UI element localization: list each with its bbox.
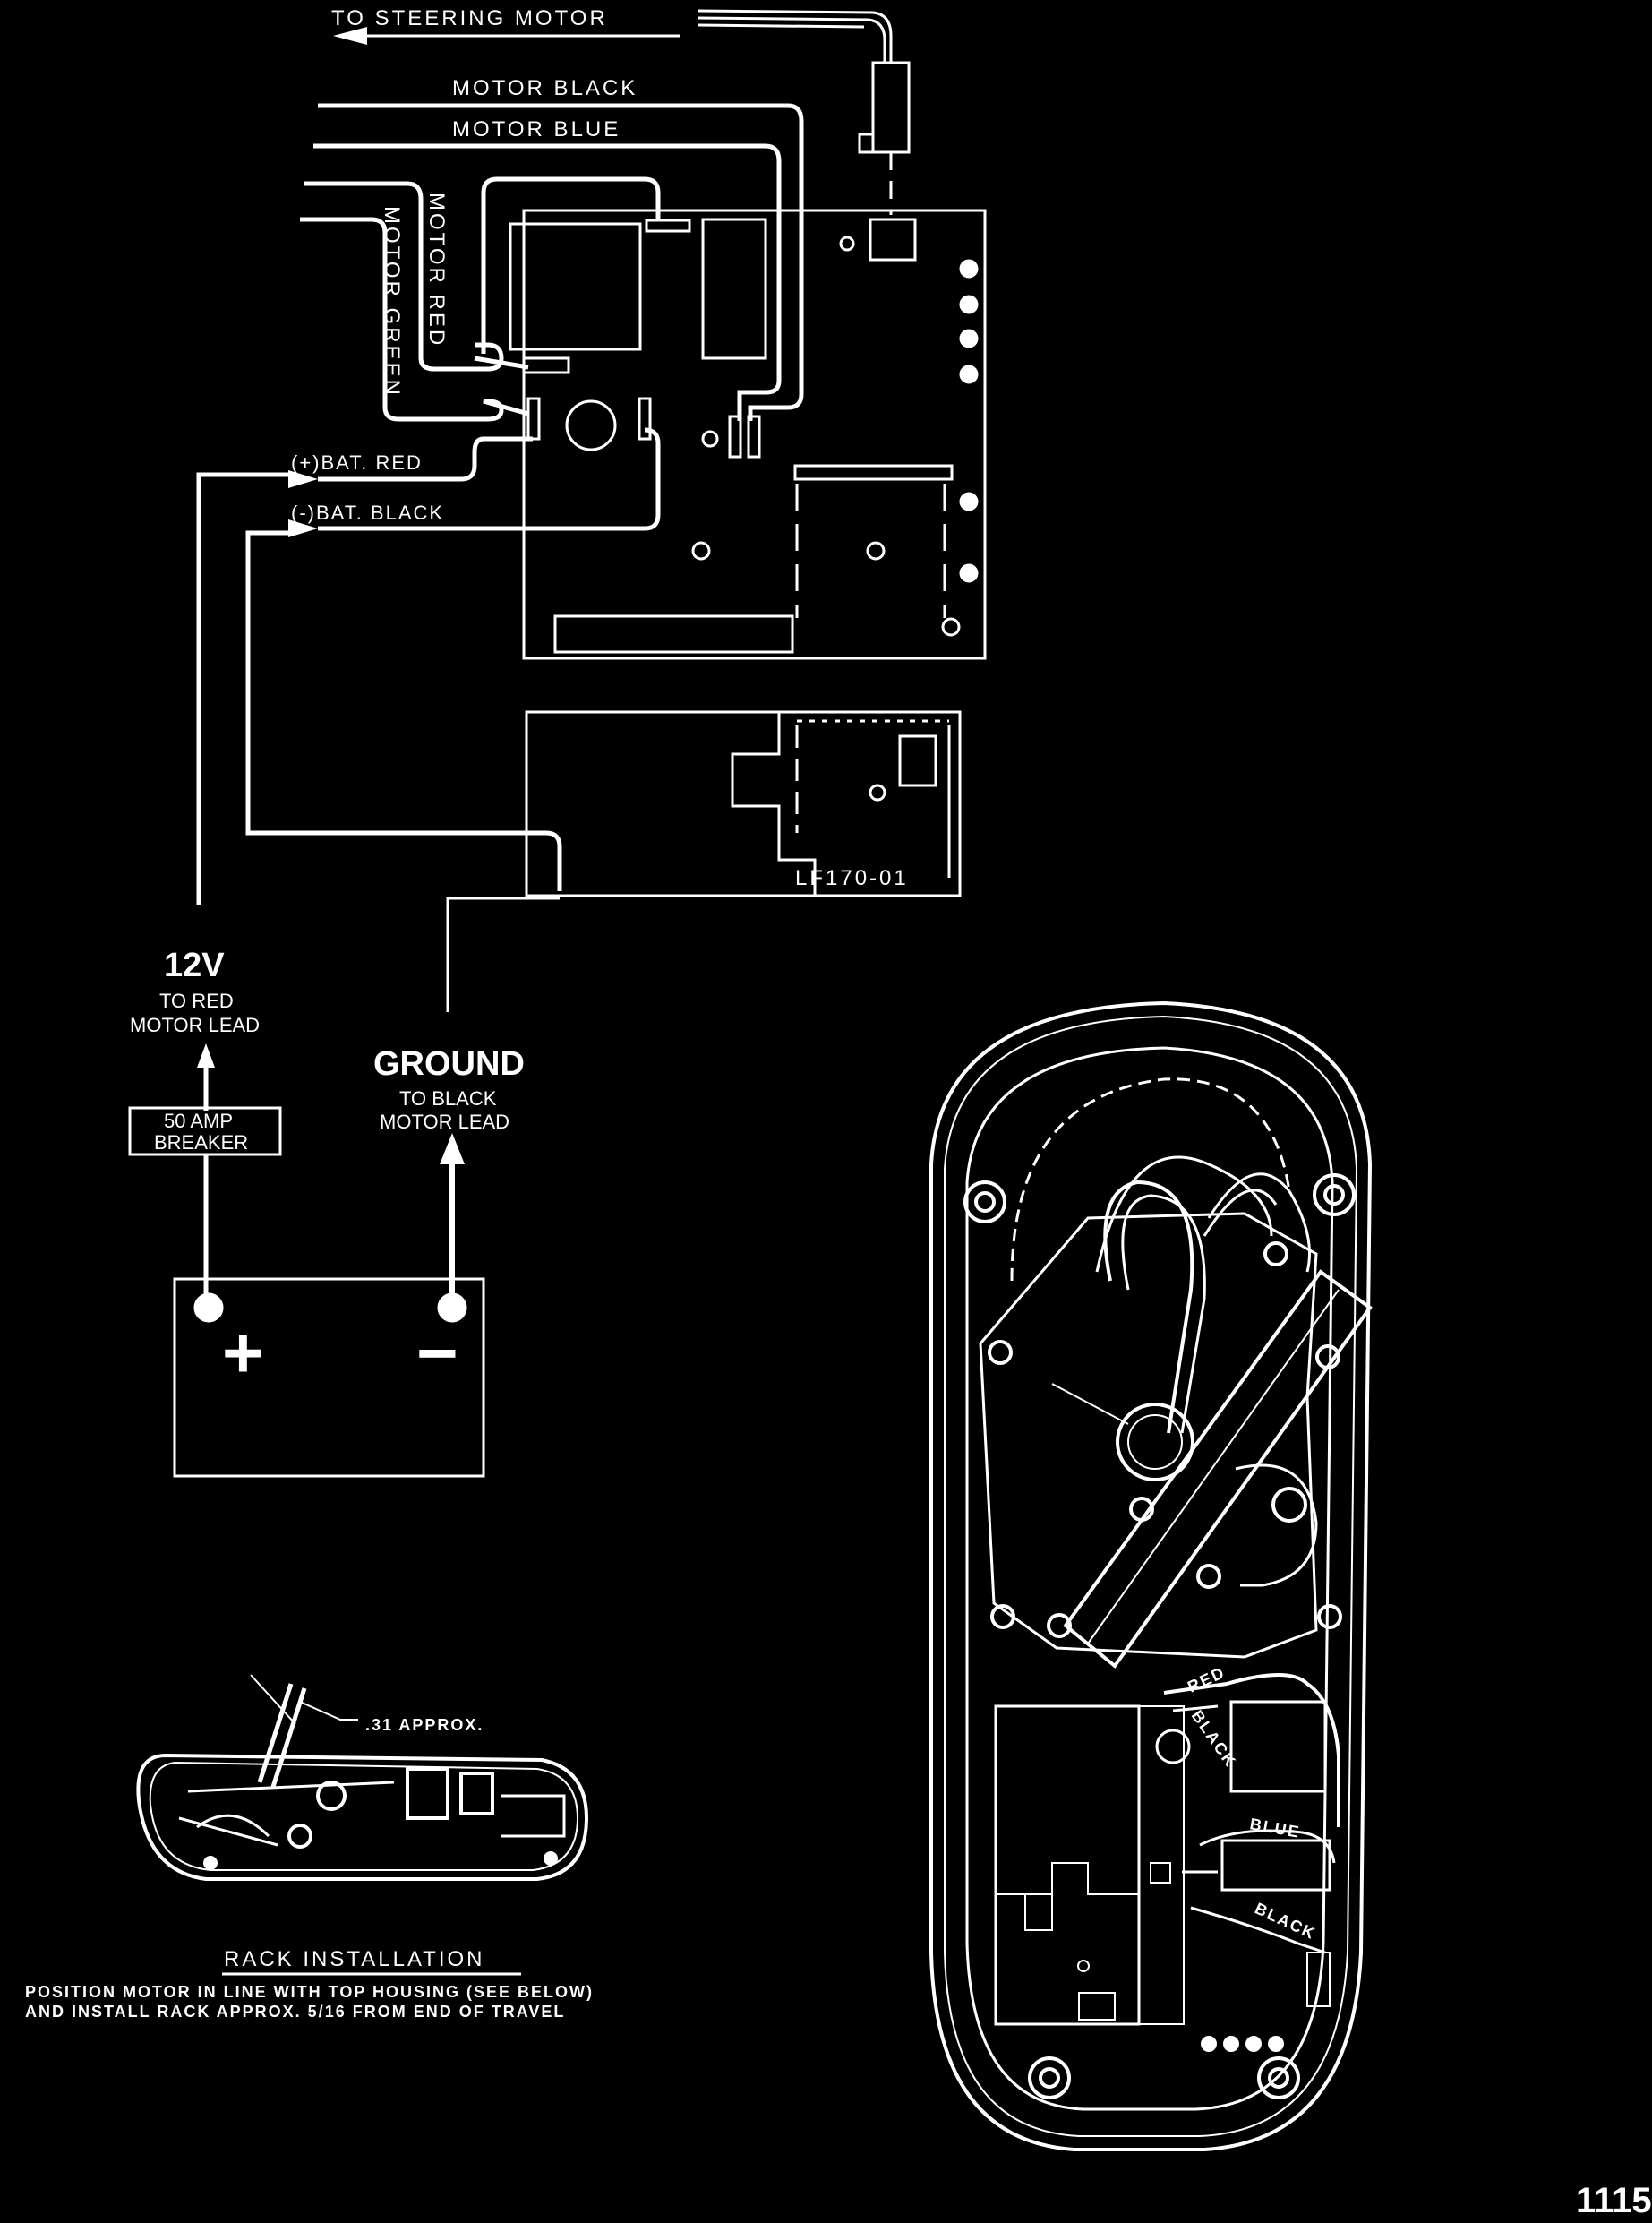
label-bat-red: (+)BAT. RED	[291, 451, 423, 474]
wire-loop-top	[481, 176, 661, 354]
label-to-steering-motor: TO STEERING MOTOR	[331, 6, 608, 30]
label-to-black-2: MOTOR LEAD	[380, 1111, 509, 1133]
page-number: 1115	[1576, 2181, 1652, 2220]
wire-motor-black	[318, 103, 804, 421]
battery	[173, 1277, 485, 1478]
rack-installation-illustration	[136, 1674, 589, 1881]
motor-housing	[929, 1000, 1373, 2151]
label-breaker-1: 50 AMP	[164, 1110, 233, 1132]
wire-ground	[446, 897, 560, 1012]
wire-motor-green	[300, 217, 529, 422]
steering-connector-plug	[858, 61, 911, 215]
label-ground: GROUND	[373, 1045, 525, 1083]
battery-plus: +	[222, 1313, 264, 1393]
control-board	[509, 209, 987, 660]
rack-title: RACK INSTALLATION	[224, 1947, 485, 1971]
label-to-black-1: TO BLACK	[399, 1087, 497, 1110]
label-approx: .31 APPROX.	[365, 1716, 484, 1734]
rack-note-line2: AND INSTALL RACK APPROX. 5/16 FROM END O…	[25, 2003, 565, 2021]
arrow-to-steering-motor	[333, 9, 893, 63]
label-to-red-1: TO RED	[159, 990, 234, 1012]
wire-bat-red	[196, 436, 533, 905]
label-motor-red: MOTOR RED	[424, 193, 449, 348]
label-motor-green: MOTOR GREEN	[380, 206, 404, 398]
label-motor-black: MOTOR BLACK	[452, 76, 638, 100]
wire-motor-blue	[313, 143, 782, 421]
label-to-red-2: MOTOR LEAD	[130, 1014, 260, 1036]
wire-bat-black	[245, 427, 661, 891]
label-12v: 12V	[164, 947, 225, 984]
label-breaker-2: BREAKER	[154, 1131, 248, 1154]
battery-minus: −	[416, 1313, 458, 1393]
rack-note-line1: POSITION MOTOR IN LINE WITH TOP HOUSING …	[25, 1983, 594, 2001]
board-id-label: LF170-01	[795, 866, 909, 890]
breaker-box	[128, 1106, 282, 1156]
label-motor-blue: MOTOR BLUE	[452, 117, 621, 142]
wire-motor-red	[304, 181, 529, 372]
label-bat-black: (-)BAT. BLACK	[291, 502, 444, 524]
